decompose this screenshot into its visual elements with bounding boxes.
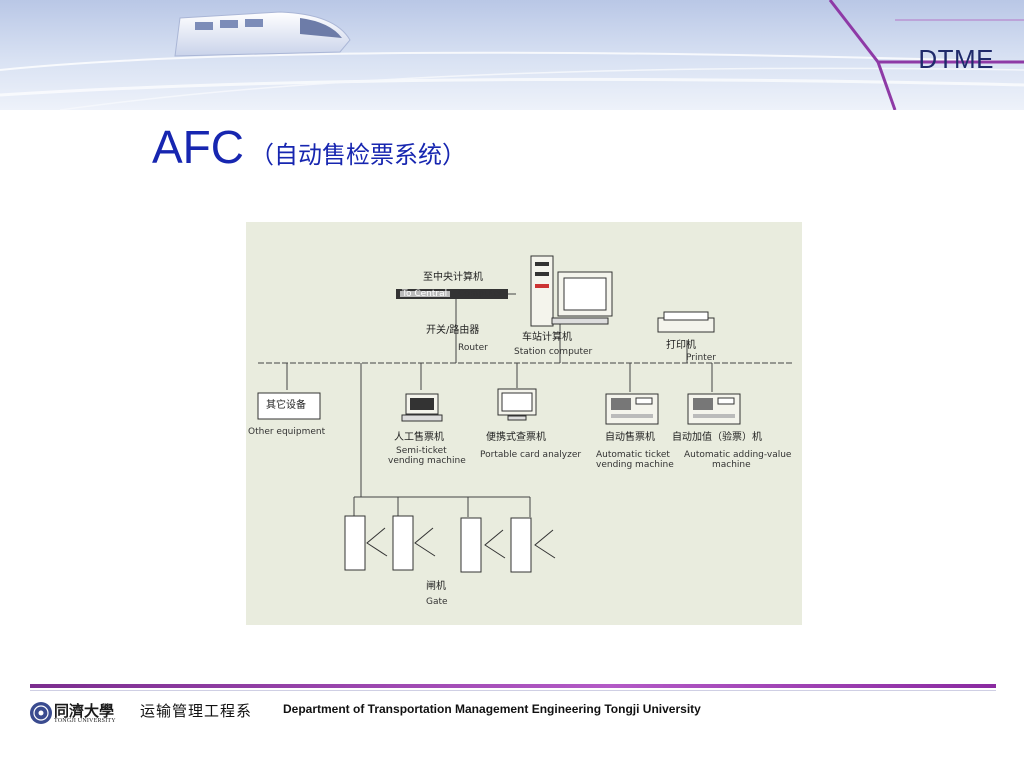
avm-label-zh: 自动加值（验票）机 <box>672 432 762 443</box>
gate-label-zh: 闸机 <box>426 581 446 592</box>
portable-analyzer-icon <box>497 388 537 421</box>
other-equipment-label-en: Other equipment <box>248 427 326 437</box>
ticket-vending-machine-icon <box>605 393 659 425</box>
router-label-zh: 开关/路由器 <box>426 325 480 336</box>
department-name-en: Department of Transportation Management … <box>283 702 701 716</box>
router-icon <box>396 289 508 299</box>
central-computer-label-en-b: Computer <box>458 289 503 299</box>
tongji-seal-icon <box>30 702 52 724</box>
gate-group-1 <box>344 515 436 571</box>
station-computer-label-en: Station computer <box>514 347 593 357</box>
footer-divider-thin <box>30 690 996 691</box>
semi-ticket-machine-icon <box>401 393 443 422</box>
slide-title-sub: （自动售检票系统） <box>250 141 466 169</box>
router-label-en: Router <box>458 343 488 353</box>
university-logo-en: TONGJI UNIVERSITY <box>54 718 116 724</box>
avm-label-en1: Automatic adding-value <box>684 450 792 460</box>
avm-label-en2: machine <box>712 460 751 470</box>
train-banner-graphic <box>0 0 1024 110</box>
tvm-label-en1: Automatic ticket <box>596 450 670 460</box>
header-banner: DTME <box>0 0 1024 110</box>
gate-label-en: Gate <box>426 597 448 607</box>
other-equipment-box-label: 其它设备 <box>266 400 306 411</box>
gate-group-2 <box>460 517 556 573</box>
station-computer-icon <box>530 255 613 327</box>
tvm-label-zh: 自动售票机 <box>605 432 655 443</box>
station-computer-label-zh: 车站计算机 <box>522 332 572 343</box>
portable-label-en: Portable card analyzer <box>480 450 582 460</box>
slide-title: AFC （自动售检票系统） <box>152 120 466 180</box>
university-logo-zh: 同濟大學 <box>54 702 115 720</box>
semi-ticket-label-en1: Semi-ticket <box>396 446 447 456</box>
brand-label: DTME <box>918 44 994 74</box>
department-name-zh: 运输管理工程系 <box>140 702 253 720</box>
central-computer-label-en-a: To Central <box>402 289 448 299</box>
central-computer-label-zh: 至中央计算机 <box>423 272 483 283</box>
slide-title-main: AFC <box>152 121 244 173</box>
printer-label-zh: 打印机 <box>666 340 696 351</box>
semi-ticket-label-en2: vending machine <box>388 456 466 466</box>
footer-divider <box>30 684 996 688</box>
other-equipment-box <box>257 392 321 420</box>
printer-label-en: Printer <box>686 353 716 363</box>
portable-label-zh: 便携式查票机 <box>486 432 546 443</box>
semi-ticket-label-zh: 人工售票机 <box>394 432 444 443</box>
afc-network-diagram: 至中央计算机 To Central Computer 开关/路由器 Router… <box>246 222 802 625</box>
network-lines <box>257 255 794 573</box>
adding-value-machine-icon <box>687 393 741 425</box>
printer-icon <box>657 311 715 333</box>
tvm-label-en2: vending machine <box>596 460 674 470</box>
